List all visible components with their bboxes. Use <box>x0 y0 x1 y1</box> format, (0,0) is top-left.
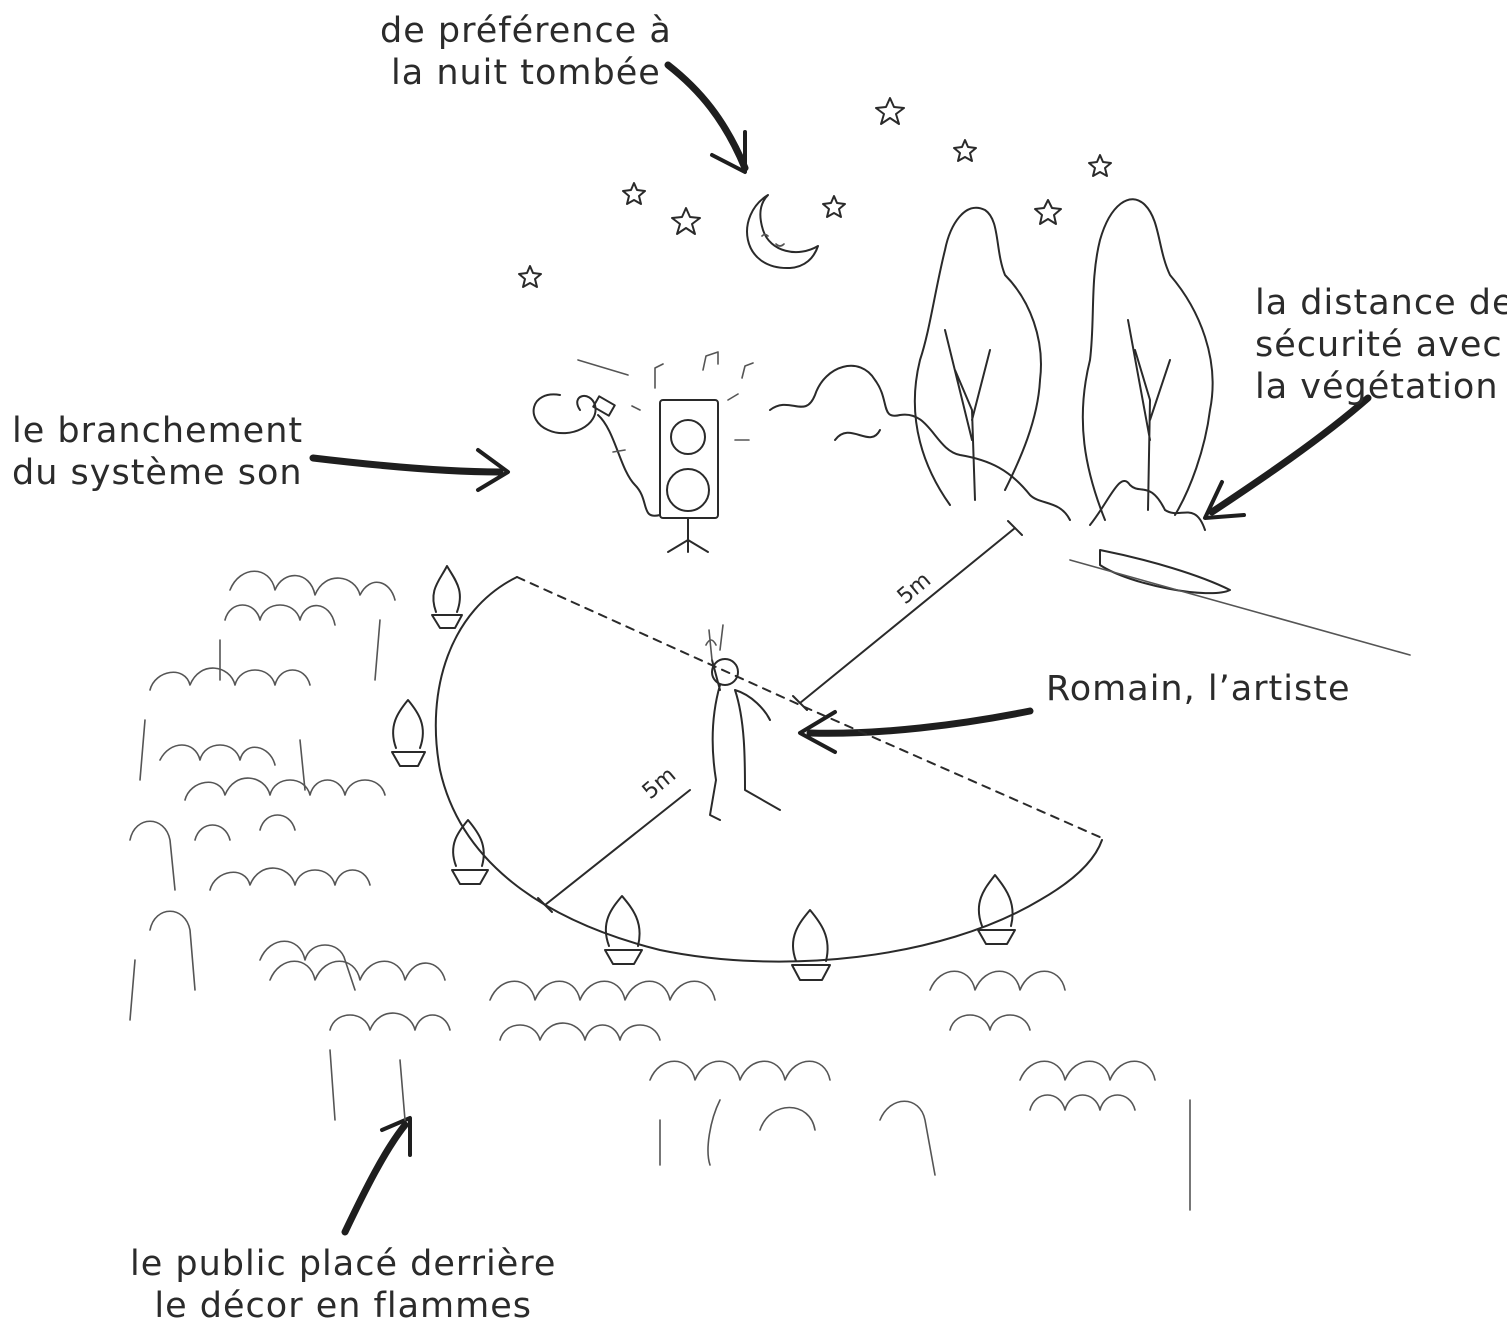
label-vegetation: la distance de sécurité avec la végétati… <box>1255 282 1507 408</box>
label-night: de préférence à la nuit tombée <box>380 10 672 94</box>
arrow-to-sound <box>313 458 500 472</box>
fire-bowl-icon <box>432 566 462 628</box>
label-sound-system: le branchement du système son <box>12 410 303 494</box>
artist-figure <box>706 625 780 820</box>
fire-bowl-icon <box>392 700 425 766</box>
arrow-to-artist <box>810 711 1030 733</box>
crowd <box>130 571 1190 1210</box>
label-artist: Romain, l’artiste <box>1046 668 1351 710</box>
plug-cable <box>534 394 660 515</box>
stage-arc <box>436 577 1102 962</box>
annotation-arrows <box>313 65 1368 1232</box>
night-sky <box>519 98 1111 287</box>
fire-bowl-icon <box>452 820 488 884</box>
star-icon <box>519 98 1111 287</box>
label-public: le public placé derrière le décor en fla… <box>130 1243 556 1327</box>
moon-icon <box>747 195 818 268</box>
fire-bowl-icon <box>792 910 830 980</box>
stage-dashed-edge <box>517 577 1102 838</box>
arrow-to-public <box>345 1125 405 1232</box>
dimension-label-edge: 5m <box>638 763 681 805</box>
tree-icon <box>1083 199 1213 520</box>
fire-bowl-icon <box>605 896 642 964</box>
tree-icon <box>915 208 1041 505</box>
vegetation <box>770 199 1410 655</box>
music-note-icon <box>613 352 753 452</box>
stage-area <box>436 577 1102 962</box>
arrow-to-vegetation <box>1212 398 1368 512</box>
sound-system <box>534 352 753 552</box>
dimension-label-vegetation: 5m <box>893 568 936 610</box>
fire-bowls <box>392 566 1015 980</box>
arrow-to-moon <box>668 65 745 168</box>
fire-bowl-icon <box>978 875 1015 944</box>
dimension-lines: 5m 5m <box>538 521 1022 912</box>
